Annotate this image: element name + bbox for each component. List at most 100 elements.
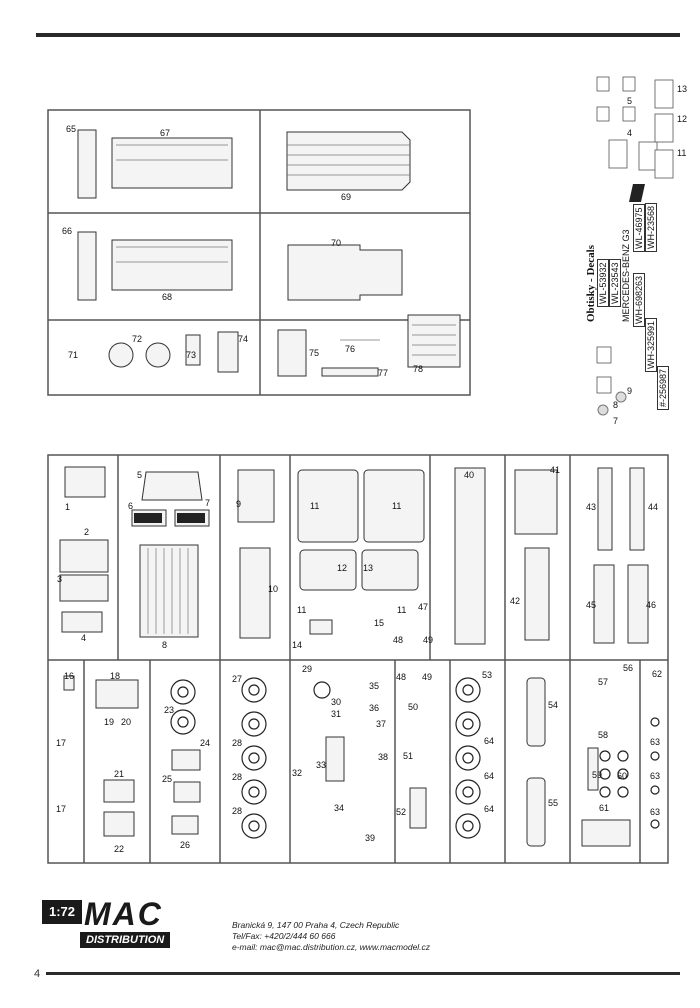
- svg-text:1: 1: [65, 502, 70, 512]
- svg-text:76: 76: [345, 344, 355, 354]
- part-52: [409, 787, 427, 829]
- svg-text:22: 22: [114, 844, 124, 854]
- part-1: [64, 466, 106, 498]
- svg-text:74: 74: [238, 334, 248, 344]
- svg-text:61: 61: [599, 803, 609, 813]
- logo-scale: 1:72: [42, 900, 82, 924]
- svg-text:19: 19: [104, 717, 114, 727]
- svg-text:46: 46: [646, 600, 656, 610]
- svg-text:49: 49: [423, 635, 433, 645]
- svg-text:59: 59: [592, 770, 602, 780]
- part-42: [524, 547, 550, 641]
- svg-text:2: 2: [84, 527, 89, 537]
- svg-text:48: 48: [396, 672, 406, 682]
- svg-text:41: 41: [550, 465, 560, 475]
- company-address: Branická 9, 147 00 Praha 4, Czech Republ…: [232, 920, 430, 953]
- svg-text:4: 4: [81, 633, 86, 643]
- svg-text:24: 24: [200, 738, 210, 748]
- decal-title: Obtisky - Decals: [585, 245, 597, 322]
- part-25: [173, 781, 201, 803]
- svg-text:51: 51: [403, 751, 413, 761]
- svg-text:64: 64: [484, 736, 494, 746]
- address-line-2: Tel/Fax: +420/2/444 60 666: [232, 931, 336, 941]
- part-73: [185, 334, 201, 366]
- svg-text:28: 28: [232, 772, 242, 782]
- svg-text:48: 48: [393, 635, 403, 645]
- part-13: [361, 549, 419, 591]
- part-74: [217, 331, 239, 373]
- svg-text:15: 15: [374, 618, 384, 628]
- part-55: [526, 777, 546, 847]
- part-69: [286, 131, 411, 191]
- svg-text:8: 8: [613, 400, 618, 410]
- svg-text:11: 11: [397, 605, 406, 615]
- part-45: [593, 564, 615, 644]
- svg-text:29: 29: [302, 664, 312, 674]
- part-4: [61, 611, 103, 633]
- svg-text:72: 72: [132, 334, 142, 344]
- svg-text:4: 4: [627, 128, 632, 138]
- svg-text:7: 7: [613, 416, 618, 426]
- svg-text:17: 17: [56, 738, 66, 748]
- decal-plate-5: WH-698263: [633, 272, 645, 327]
- svg-text:32: 32: [292, 768, 302, 778]
- svg-text:12: 12: [337, 563, 347, 573]
- svg-text:38: 38: [378, 752, 388, 762]
- part-66: [77, 231, 97, 301]
- svg-text:11: 11: [297, 605, 306, 615]
- part-11a: [297, 469, 359, 543]
- svg-text:52: 52: [396, 807, 406, 817]
- svg-text:45: 45: [586, 600, 596, 610]
- svg-text:6: 6: [128, 501, 133, 511]
- svg-text:5: 5: [137, 470, 142, 480]
- svg-text:40: 40: [464, 470, 474, 480]
- svg-text:66: 66: [62, 226, 72, 236]
- svg-text:70: 70: [331, 238, 341, 248]
- part-61: [581, 819, 631, 847]
- svg-text:25: 25: [162, 774, 172, 784]
- svg-text:55: 55: [548, 798, 558, 808]
- svg-text:9: 9: [236, 499, 241, 509]
- decal-vehicle: MERCEDES-BENZ G3: [621, 229, 631, 322]
- bottom-rule: [46, 972, 680, 975]
- svg-text:21: 21: [114, 769, 124, 779]
- part-68: [111, 239, 233, 291]
- svg-text:69: 69: [341, 192, 351, 202]
- part-3: [59, 574, 109, 602]
- svg-text:73: 73: [186, 350, 196, 360]
- svg-text:63: 63: [650, 807, 660, 817]
- part-77: [321, 367, 379, 377]
- svg-text:17: 17: [56, 804, 66, 814]
- svg-text:50: 50: [408, 702, 418, 712]
- svg-text:64: 64: [484, 771, 494, 781]
- mac-distribution-logo: 1:72 MAC DISTRIBUTION: [42, 896, 192, 952]
- part-22: [103, 811, 135, 837]
- svg-text:56: 56: [623, 663, 633, 673]
- svg-text:42: 42: [510, 596, 520, 606]
- part-8: [139, 544, 199, 638]
- svg-text:54: 54: [548, 700, 558, 710]
- part-46: [627, 564, 649, 644]
- part-54: [526, 677, 546, 747]
- svg-text:28: 28: [232, 738, 242, 748]
- part-75: [277, 329, 307, 377]
- svg-text:37: 37: [376, 719, 386, 729]
- part-67: [111, 137, 233, 189]
- svg-text:11: 11: [310, 501, 319, 511]
- part-12: [299, 549, 357, 591]
- svg-text:11: 11: [392, 501, 401, 511]
- svg-text:49: 49: [422, 672, 432, 682]
- svg-text:30: 30: [331, 697, 341, 707]
- part-41: [514, 469, 558, 535]
- svg-text:57: 57: [598, 677, 608, 687]
- svg-text:34: 34: [334, 803, 344, 813]
- svg-text:8: 8: [162, 640, 167, 650]
- part-72b: [145, 342, 171, 368]
- decal-sheet: Obtisky - Decals MERCEDES-BENZ G3 WL-539…: [583, 72, 688, 426]
- part-21: [103, 779, 135, 803]
- svg-text:11: 11: [677, 148, 686, 158]
- address-line-3: e-mail: mac@mac.distribution.cz, www.mac…: [232, 942, 431, 952]
- svg-text:27: 27: [232, 674, 242, 684]
- part-10: [239, 547, 271, 639]
- svg-text:23: 23: [164, 705, 174, 715]
